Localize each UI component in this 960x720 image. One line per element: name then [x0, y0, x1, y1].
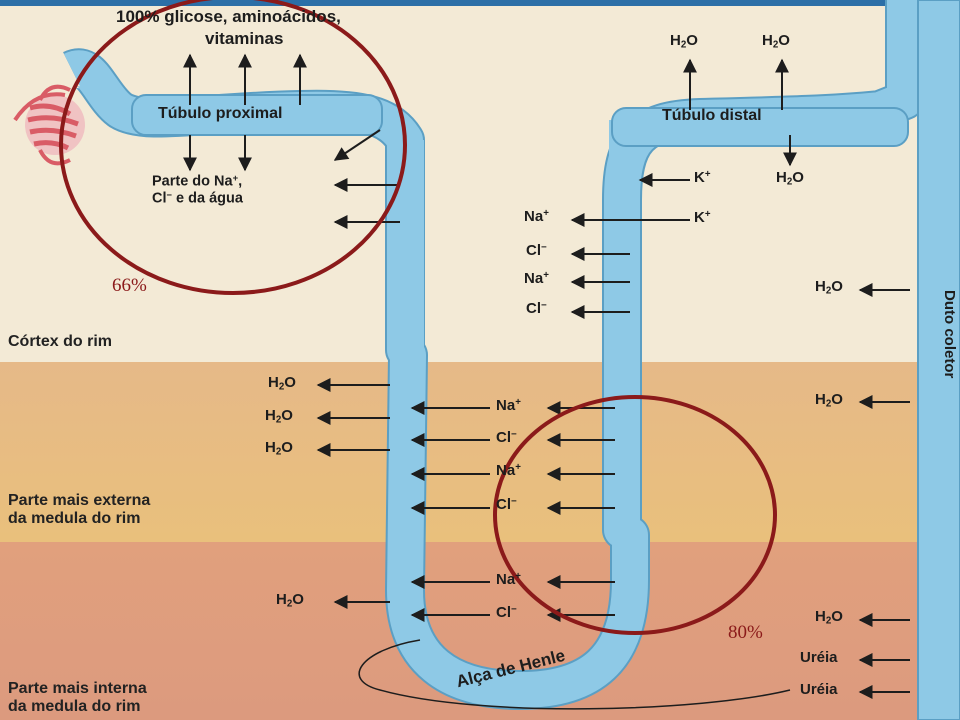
sodium-label: Na+: [496, 462, 521, 479]
proximal-tubule-label: Túbulo proximal: [158, 105, 283, 122]
water-label: H2O: [815, 391, 843, 410]
cortex-label: Córtex do rim: [8, 333, 113, 350]
water-label: H2O: [762, 32, 790, 51]
chloride-label: Cl−: [526, 242, 547, 259]
descending-arrows: [316, 378, 390, 609]
water-label: H2O: [265, 407, 293, 426]
collecting-duct-label: Duto coletor: [941, 290, 958, 379]
nephron-tubule: [63, 0, 925, 710]
inner-medulla-label: Parte mais interna da medula do rim: [8, 680, 147, 715]
sodium-label: Na+: [524, 270, 549, 287]
distal-tubule-label: Túbulo distal: [662, 107, 762, 124]
sodium-label: Na+: [524, 208, 549, 225]
potassium-label: K+: [694, 209, 711, 226]
glomerulus: [13, 84, 85, 166]
highlight-circle-proximal: [59, 0, 407, 295]
outer-medulla-label: Parte mais externa da medula do rim: [8, 492, 151, 527]
highlight-circle-loop: [493, 395, 777, 635]
water-label: H2O: [815, 278, 843, 297]
chloride-label: Cl−: [496, 429, 517, 446]
water-label: H2O: [276, 591, 304, 610]
top-label-line1: 100% glicose, aminoácidos,: [116, 7, 341, 26]
percent-right: 80%: [728, 622, 763, 643]
proximal-reabsorb-label: Parte do Na+, Cl− e da água: [152, 172, 243, 207]
sodium-label: Na+: [496, 571, 521, 588]
outer-medulla-zone: [0, 362, 960, 542]
urea-recycle-line: [358, 639, 791, 710]
percent-left: 66%: [112, 275, 147, 296]
distal-arrows: [570, 58, 910, 699]
chloride-label: Cl−: [496, 496, 517, 513]
collecting-duct-tube: [917, 0, 960, 720]
proximal-arrows: [183, 53, 400, 229]
urea-label: Uréia: [800, 649, 838, 666]
chloride-label: Cl−: [496, 604, 517, 621]
cortex-zone: [0, 0, 960, 362]
water-label: H2O: [268, 374, 296, 393]
urea-label: Uréia: [800, 681, 838, 698]
water-label: H2O: [265, 439, 293, 458]
water-label: H2O: [670, 32, 698, 51]
potassium-label: K+: [694, 169, 711, 186]
water-label: H2O: [776, 169, 804, 188]
sodium-label: Na+: [496, 397, 521, 414]
top-strip: [0, 0, 960, 6]
water-label: H2O: [815, 608, 843, 627]
top-label-line2: vitaminas: [205, 29, 284, 48]
chloride-label: Cl−: [526, 300, 547, 317]
